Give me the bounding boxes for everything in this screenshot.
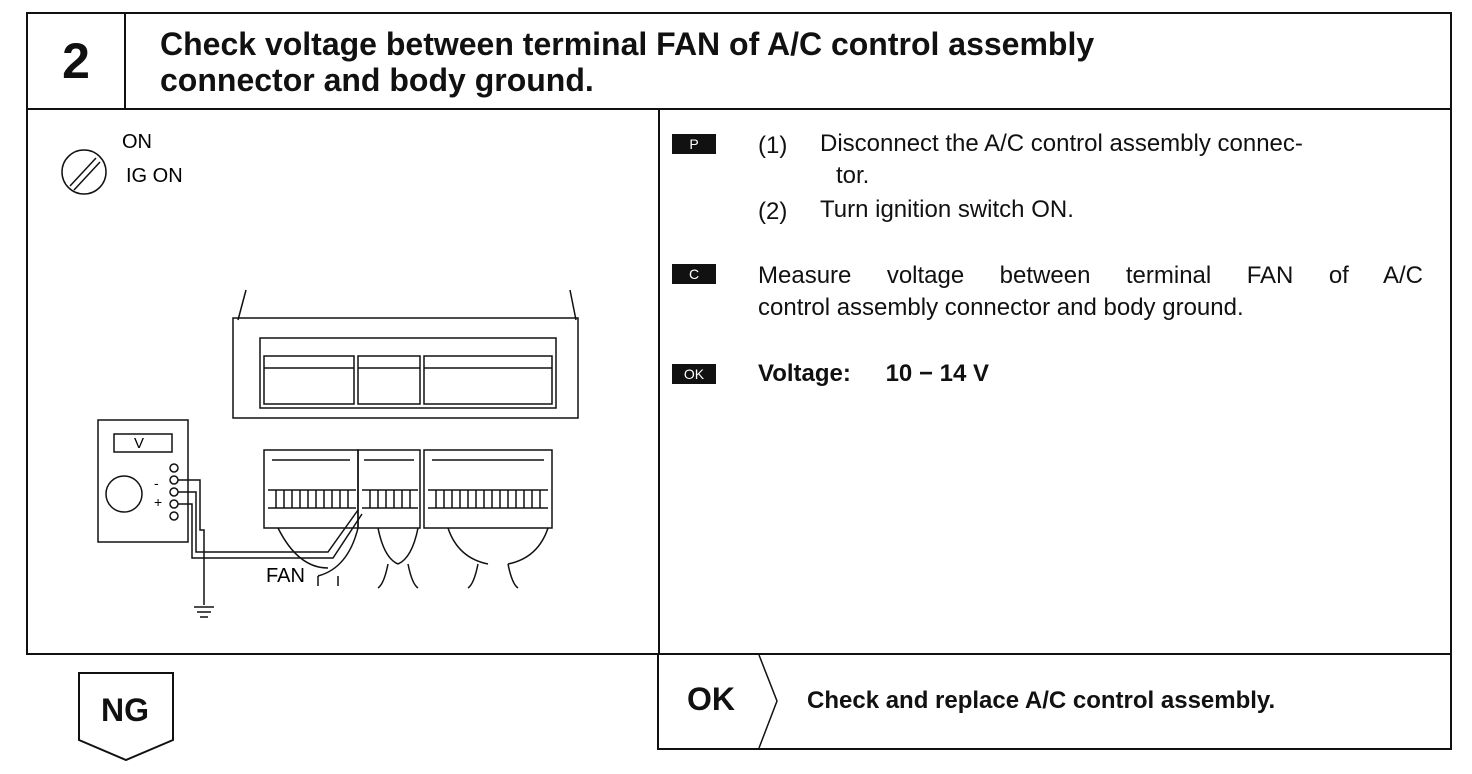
ok-result-action: Check and replace A/C control assembly. bbox=[807, 687, 1276, 714]
ok-result-label: OK bbox=[687, 681, 735, 717]
step-title-line1: Check voltage between terminal FAN of A/… bbox=[160, 26, 1095, 62]
illustration-panel: ON IG ON bbox=[28, 110, 660, 653]
chevron-right-icon bbox=[758, 655, 778, 748]
spec-value: 10 − 14 V bbox=[885, 360, 989, 387]
meter-plus-label: + bbox=[154, 494, 162, 510]
step-title-line2: connector and body ground. bbox=[160, 62, 594, 98]
procedure-frame: 2 Check voltage between terminal FAN of … bbox=[26, 12, 1452, 655]
meter-v-label: V bbox=[134, 435, 144, 452]
step1-line1: Disconnect the A/C control assembly conn… bbox=[820, 130, 1303, 157]
control-assembly-icon bbox=[232, 289, 579, 419]
ng-result-label: NG bbox=[101, 692, 149, 728]
check-badge: C bbox=[672, 264, 716, 284]
switch-on-label: ON bbox=[122, 131, 152, 153]
ng-result: NG bbox=[78, 672, 174, 767]
check-line1: Measure voltage between terminal FAN of … bbox=[758, 262, 1423, 289]
ignition-key-icon bbox=[61, 149, 107, 195]
ok-spec-badge: OK bbox=[672, 364, 716, 384]
instruction-panel: P (1) Disconnect the A/C control assembl… bbox=[660, 110, 1450, 653]
wiring-diagram: ON IG ON bbox=[61, 131, 579, 618]
switch-ig-label: IG ON bbox=[126, 165, 183, 187]
ground-icon bbox=[194, 606, 214, 618]
probe-lead bbox=[178, 479, 363, 605]
voltage-spec: Voltage: 10 − 14 V bbox=[758, 360, 989, 388]
spec-label: Voltage: bbox=[758, 360, 851, 387]
ok-result-box: OK Check and replace A/C control assembl… bbox=[657, 655, 1452, 750]
step-number: 2 bbox=[28, 14, 126, 108]
step1-line2: tor. bbox=[836, 162, 870, 189]
ng-arrow-icon bbox=[78, 672, 174, 762]
prep-badge: P bbox=[672, 134, 716, 154]
connector-icon bbox=[263, 449, 553, 589]
voltmeter-icon bbox=[97, 419, 189, 543]
step1-number: (1) bbox=[758, 132, 788, 159]
step-header: 2 Check voltage between terminal FAN of … bbox=[28, 14, 1450, 110]
step2-number: (2) bbox=[758, 198, 788, 225]
fan-terminal-label: FAN bbox=[266, 565, 305, 587]
step-title: Check voltage between terminal FAN of A/… bbox=[160, 26, 1360, 98]
meter-minus-label: - bbox=[154, 475, 159, 491]
step2-text: Turn ignition switch ON. bbox=[820, 196, 1074, 223]
check-line2: control assembly connector and body grou… bbox=[758, 294, 1244, 321]
